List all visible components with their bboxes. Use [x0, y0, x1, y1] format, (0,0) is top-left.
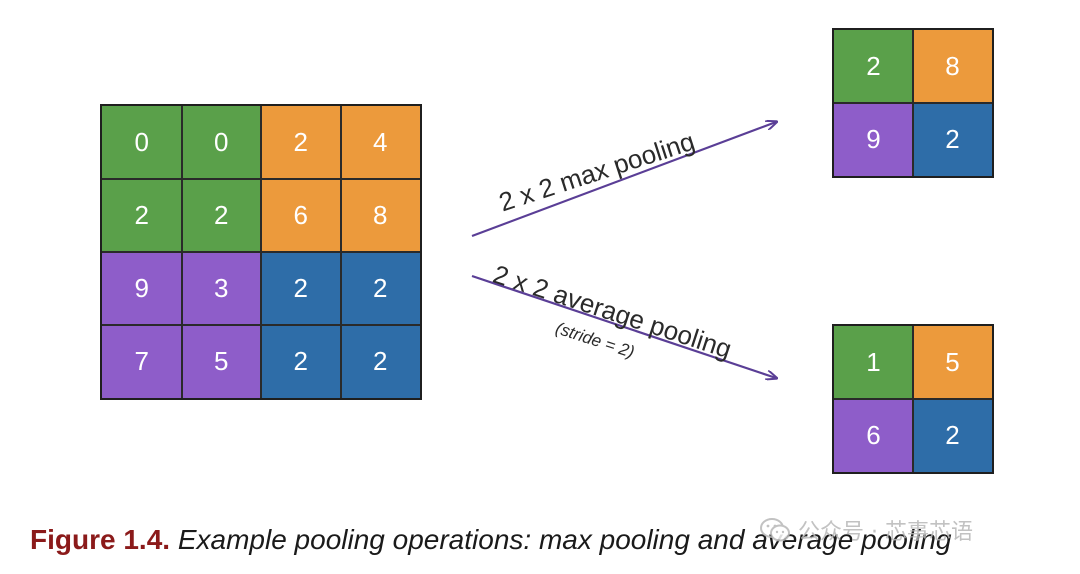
- avg-output-cell-0-0: 1: [834, 326, 913, 399]
- max-pooling-label: 2 x 2 max pooling: [495, 125, 699, 218]
- input-cell-2-2: 2: [261, 252, 341, 325]
- watermark-text: 公众号 · 芯事芯语: [798, 520, 973, 545]
- avg-output-cell-1-1: 2: [913, 399, 992, 472]
- avg-output-cell-0-1: 5: [913, 326, 992, 399]
- input-cell-3-1: 5: [181, 325, 261, 398]
- input-cell-0-0: 0: [102, 106, 182, 179]
- input-cell-1-0: 2: [102, 179, 182, 252]
- input-cell-0-1: 0: [181, 106, 261, 179]
- caption-text: Example pooling operations: max pooling …: [177, 524, 952, 555]
- max-output-cell-1-0: 9: [834, 103, 913, 176]
- caption-figure-number: Figure 1.4.: [30, 524, 171, 555]
- input-cell-1-2: 6: [261, 179, 341, 252]
- input-cell-0-3: 4: [340, 106, 420, 179]
- input-cell-3-2: 2: [261, 325, 341, 398]
- input-cell-1-3: 8: [340, 179, 420, 252]
- watermark: 公众号 · 芯事芯语: [760, 514, 973, 546]
- input-cell-3-0: 7: [102, 325, 182, 398]
- input-cell-2-1: 3: [181, 252, 261, 325]
- max-output-cell-1-1: 2: [913, 103, 992, 176]
- wechat-icon: [760, 518, 790, 542]
- avg-output-cell-1-0: 6: [834, 399, 913, 472]
- input-cell-2-0: 9: [102, 252, 182, 325]
- input-cell-1-1: 2: [181, 179, 261, 252]
- input-cell-0-2: 2: [261, 106, 341, 179]
- input-cell-2-3: 2: [340, 252, 420, 325]
- max-output-cell-0-0: 2: [834, 30, 913, 103]
- figure-caption: Figure 1.4. Example pooling operations: …: [30, 524, 951, 556]
- input-cell-3-3: 2: [340, 325, 420, 398]
- max-output-cell-0-1: 8: [913, 30, 992, 103]
